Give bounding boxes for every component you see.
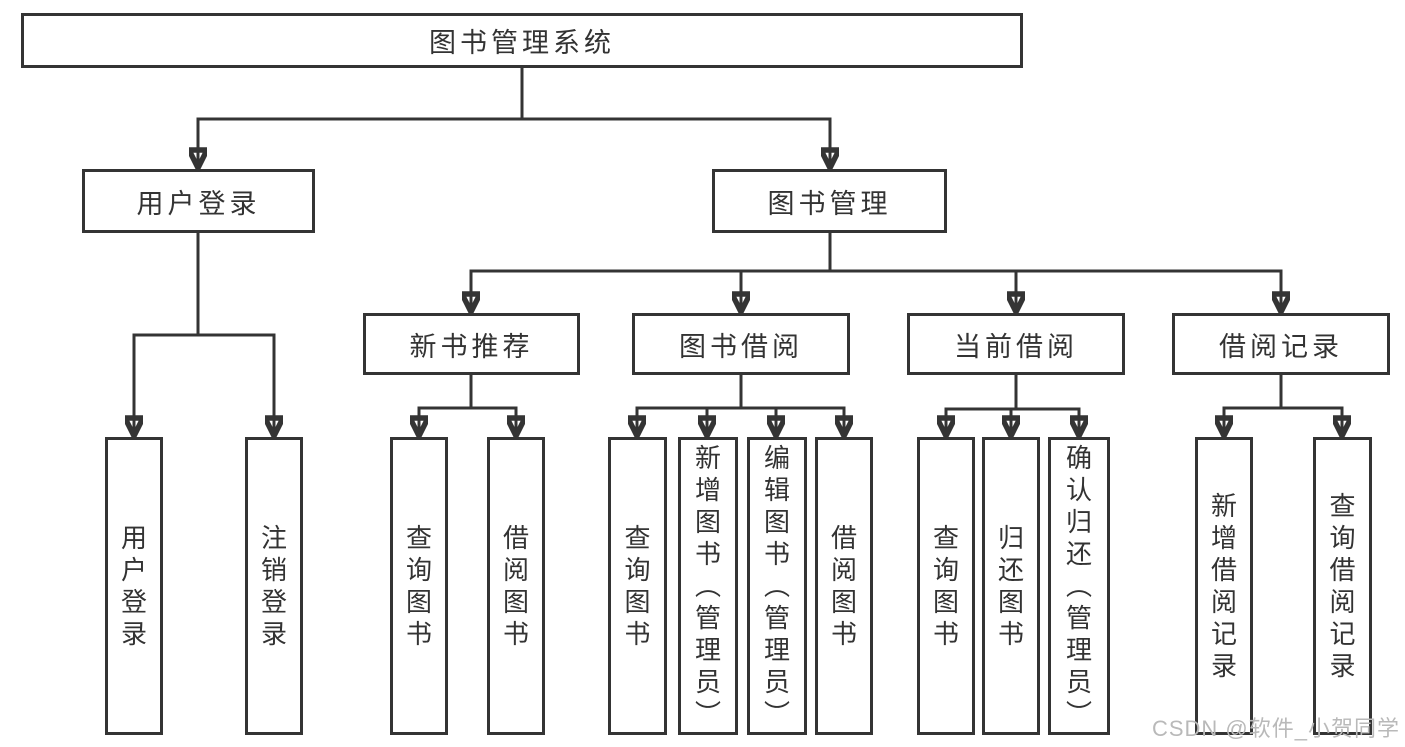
node-current-borrowing: 当前借阅: [907, 313, 1125, 375]
node-book-management: 图书管理: [712, 169, 947, 233]
node-borrowing-records: 借阅记录: [1172, 313, 1390, 375]
node-user-login: 用户登录: [82, 169, 315, 233]
leaf-borrow-books: 借阅图书: [487, 437, 545, 735]
leaf-add-borrow-record: 新增借阅记录: [1195, 437, 1253, 735]
leaf-user-login: 用户登录: [105, 437, 163, 735]
leaf-borrow-books: 借阅图书: [815, 437, 873, 735]
leaf-logout: 注销登录: [245, 437, 303, 735]
leaf-confirm-return-admin: 确认归还︵管理员︶: [1048, 437, 1110, 735]
leaf-edit-book-admin: 编辑图书︵管理员︶: [747, 437, 807, 735]
leaf-return-books: 归还图书: [982, 437, 1040, 735]
leaf-query-books: 查询图书: [390, 437, 448, 735]
leaf-query-books: 查询图书: [608, 437, 667, 735]
node-new-book-recommend: 新书推荐: [363, 313, 580, 375]
leaf-query-books: 查询图书: [917, 437, 975, 735]
node-book-borrowing: 图书借阅: [632, 313, 850, 375]
node-library-system: 图书管理系统: [21, 13, 1023, 68]
leaf-add-book-admin: 新增图书︵管理员︶: [678, 437, 738, 735]
watermark: CSDN @软件_小贺同学: [1151, 716, 1400, 741]
leaf-query-borrow-record: 查询借阅记录: [1313, 437, 1372, 735]
